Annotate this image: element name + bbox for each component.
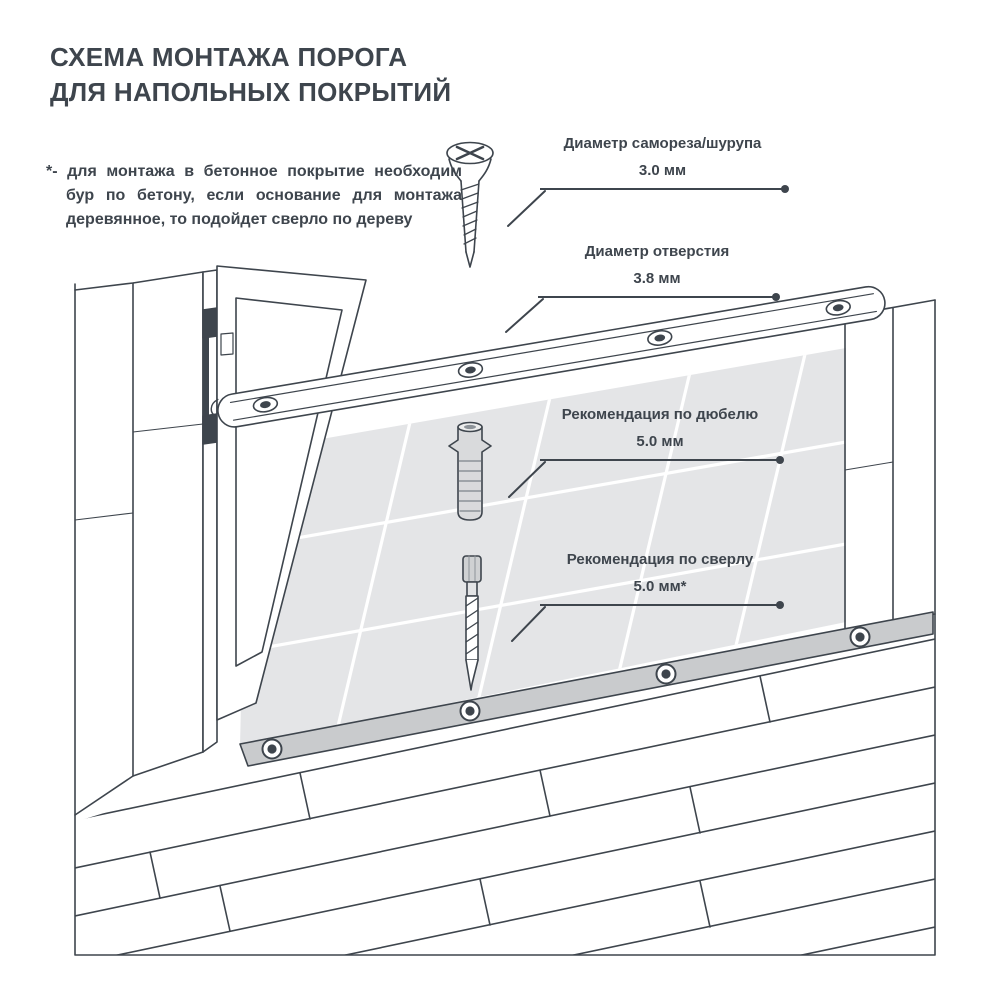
- callout-drill-recommendation: Рекомендация по сверлу 5.0 мм*: [540, 551, 784, 609]
- leader-screw: [507, 190, 546, 227]
- callout-value: 3.8 мм: [633, 270, 681, 287]
- callout-label: Диаметр отверстия: [584, 243, 730, 260]
- hinge-bottom-icon: [202, 413, 218, 445]
- dowel-illustration: [448, 421, 492, 521]
- floor-mounting-hole: [261, 626, 871, 760]
- leader-dowel: [508, 461, 546, 498]
- callout-end-dot-icon: [776, 601, 784, 609]
- hinge-top-icon: [202, 307, 218, 339]
- right-door-frame: [844, 299, 936, 631]
- callout-value: 5.0 мм*: [633, 578, 687, 595]
- callout-end-dot-icon: [781, 185, 789, 193]
- callout-end-dot-icon: [772, 293, 780, 301]
- callout-screw-diameter: Диаметр самореза/шурупа 3.0 мм: [540, 135, 789, 193]
- threshold-screw-hole: [252, 299, 851, 413]
- callout-leader-lines: [505, 190, 546, 642]
- page-title-line2: ДЛЯ НАПОЛЬНЫХ ПОКРЫТИЙ: [50, 77, 452, 108]
- callout-label: Диаметр самореза/шурупа: [563, 135, 762, 152]
- callout-value: 3.0 мм: [638, 162, 687, 179]
- callout-value: 5.0 мм: [636, 433, 684, 450]
- diagram-border: [74, 283, 936, 956]
- door-frame-edge: [202, 269, 218, 753]
- callout-label: Рекомендация по дюбелю: [561, 406, 759, 423]
- threshold-profile: [210, 285, 886, 428]
- screw-illustration: [446, 141, 494, 268]
- page-title: СХЕМА МОНТАЖА ПОРОГА ДЛЯ НАПОЛЬНЫХ ПОКРЫ…: [50, 40, 451, 110]
- drill-bit-illustration: [462, 555, 482, 691]
- door-handle: [220, 332, 234, 356]
- wood-plank-floor: [75, 638, 935, 955]
- threshold-left-curl: [210, 398, 219, 418]
- mounting-holes-row: [239, 611, 934, 767]
- leader-threshold-hole: [505, 298, 544, 333]
- leader-drill: [511, 606, 546, 642]
- callout-label: Рекомендация по сверлу: [566, 551, 754, 568]
- phillips-cross-icon: [455, 145, 485, 161]
- footnote-text: *- для монтажа в бетонное покрытие необх…: [46, 163, 462, 228]
- left-door-frame: [74, 271, 204, 816]
- page-title-line1: СХЕМА МОНТАЖА ПОРОГА: [50, 42, 408, 72]
- callout-end-dot-icon: [776, 456, 784, 464]
- callout-hole-diameter: Диаметр отверстия 3.8 мм: [538, 243, 780, 301]
- tiled-subfloor: [240, 348, 846, 746]
- callout-dowel-recommendation: Рекомендация по дюбелю 5.0 мм: [540, 406, 784, 464]
